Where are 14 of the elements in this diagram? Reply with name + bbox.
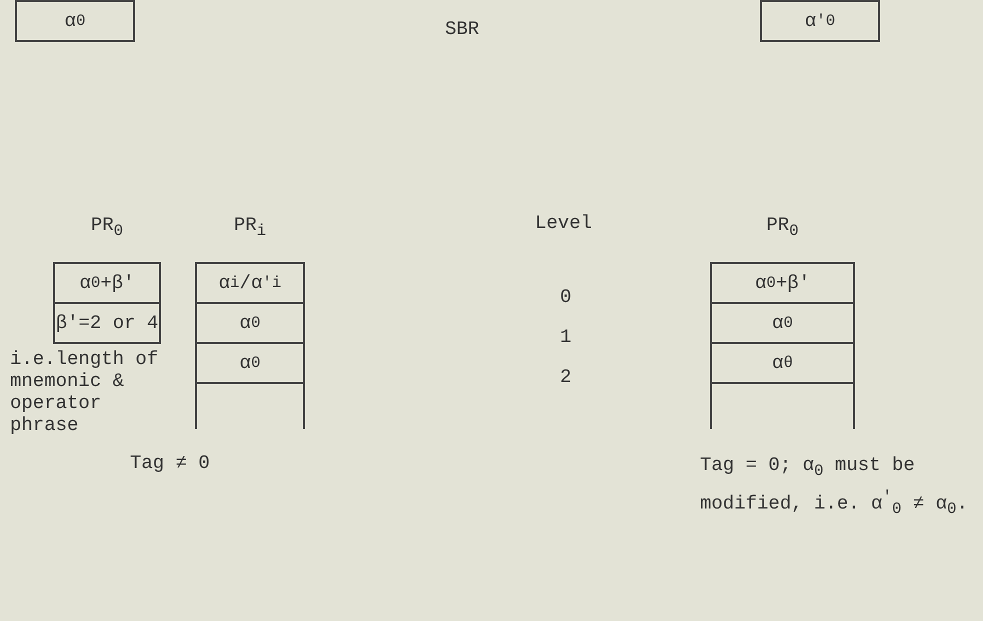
register-name: SBR	[445, 18, 480, 40]
note-text: Tag = 0; α$_{0}$ must be modified, i.e. α$^{'}$$_{0}$ ≠ α$_{0}$.	[700, 453, 969, 520]
register-label: PR$_{0}$	[765, 213, 800, 242]
note-text: i.e.length of mnemonic & operator phrase	[10, 348, 160, 436]
level-number: 2	[560, 366, 572, 388]
column-heading: Level	[535, 212, 592, 234]
register-label: PR$_{0}$	[90, 213, 124, 242]
empty-register-cell	[710, 384, 855, 429]
level-number: 0	[560, 286, 572, 308]
note-text: Tag ≠ 0	[130, 452, 210, 474]
empty-register-cell	[195, 384, 305, 429]
register-label: PR$_{i}$	[232, 213, 268, 242]
register-cell: β'=2 or 4	[53, 304, 161, 344]
level-number: 1	[560, 326, 572, 348]
